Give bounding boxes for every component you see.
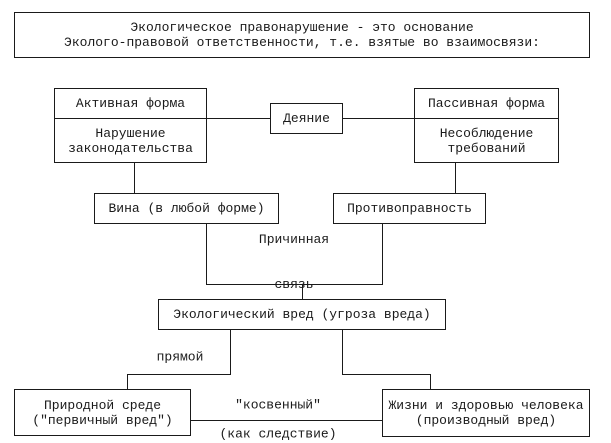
connector-active-to-act	[206, 118, 270, 119]
causal-link-line-2: связь	[274, 277, 314, 292]
passive-form-body: Несоблюдение требований	[415, 119, 558, 162]
indirect-label: "косвенный"	[235, 397, 321, 413]
title-line-1: Экологическое правонарушение - это основ…	[130, 20, 474, 35]
passive-form-body-line-1: Несоблюдение	[439, 125, 534, 141]
nature-harm-line-2: ("первичный вред")	[32, 412, 173, 428]
act-label: Деяние	[283, 111, 330, 126]
connector-harm-left-down	[230, 329, 231, 375]
connector-unlawfulness-down	[382, 223, 383, 285]
unlawfulness-label: Противоправность	[347, 201, 472, 216]
connector-to-nature	[127, 374, 128, 389]
human-harm-box: Жизни и здоровью человека (производный в…	[382, 389, 590, 437]
passive-form-header: Пассивная форма	[415, 89, 558, 119]
connector-harm-right-across	[342, 374, 431, 375]
connector-nature-to-human	[190, 420, 382, 421]
consequence-label: (как следствие)	[219, 426, 337, 442]
connector-harm-right-down	[342, 329, 343, 375]
eco-harm-label: Экологический вред (угроза вреда)	[173, 307, 431, 322]
connector-guilt-down	[206, 223, 207, 285]
connector-to-human	[430, 374, 431, 389]
guilt-label: Вина (в любой форме)	[108, 201, 265, 216]
direct-label: прямой	[156, 349, 204, 365]
active-form-body-line-1: Нарушение	[95, 125, 166, 141]
title-box: Экологическое правонарушение - это основ…	[14, 12, 590, 58]
passive-form-title: Пассивная форма	[427, 96, 546, 111]
causal-link-label: Причинная связь	[259, 202, 329, 322]
active-form-header: Активная форма	[55, 89, 206, 119]
connector-harm-left-across	[127, 374, 231, 375]
title-line-2: Эколого-правовой ответственности, т.е. в…	[64, 35, 540, 50]
unlawfulness-box: Противоправность	[333, 193, 486, 224]
eco-harm-box: Экологический вред (угроза вреда)	[158, 299, 446, 330]
active-form-body: Нарушение законодательства	[55, 119, 206, 162]
connector-passive-to-unlawfulness	[455, 162, 456, 193]
active-form-box: Активная форма Нарушение законодательств…	[54, 88, 207, 163]
passive-form-body-line-2: требований	[447, 140, 526, 156]
nature-harm-line-1: Природной среде	[43, 397, 162, 413]
active-form-body-line-2: законодательства	[68, 140, 193, 156]
human-harm-line-2: (производный вред)	[415, 413, 557, 428]
human-harm-line-1: Жизни и здоровью человека	[388, 398, 584, 413]
nature-harm-box: Природной среде ("первичный вред")	[14, 389, 191, 436]
connector-active-to-guilt	[134, 162, 135, 193]
causal-link-line-1: Причинная	[258, 232, 330, 247]
guilt-box: Вина (в любой форме)	[94, 193, 279, 224]
passive-form-box: Пассивная форма Несоблюдение требований	[414, 88, 559, 163]
connector-causal-to-harm	[302, 284, 303, 299]
active-form-title: Активная форма	[75, 96, 186, 111]
act-box: Деяние	[270, 103, 343, 134]
connector-causal-bracket	[206, 284, 383, 285]
connector-act-to-passive	[342, 118, 414, 119]
